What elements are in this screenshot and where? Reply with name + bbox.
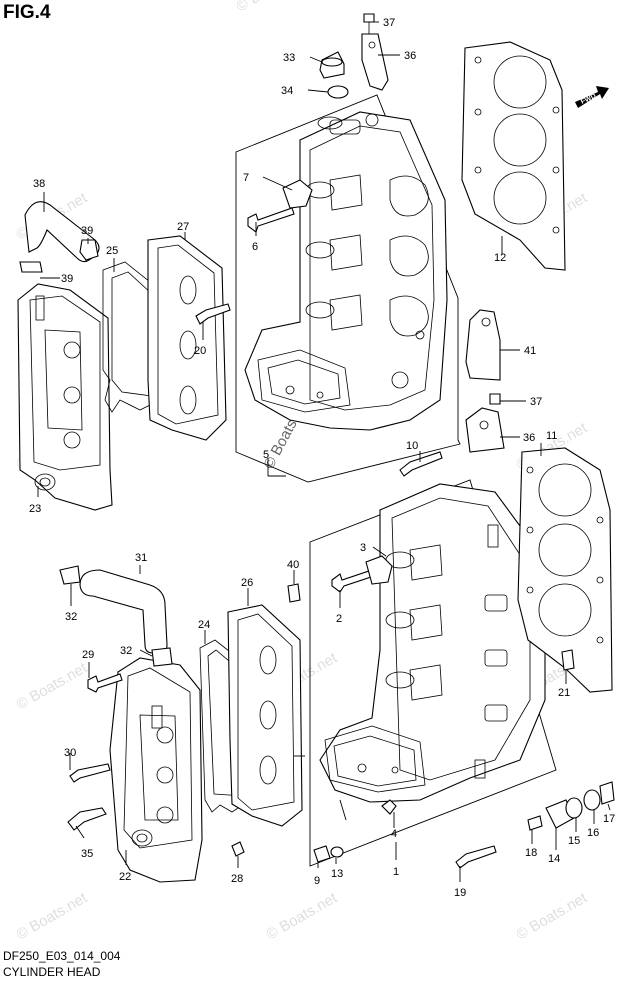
oil-filler-cap [319,51,345,79]
figure-label: FIG.4 [3,2,51,23]
callout-24: 24 [198,619,210,631]
callout-11: 11 [546,430,557,442]
upper-valve-cover [17,283,113,511]
callout-1: 1 [393,866,399,878]
upper-head-gasket [461,41,566,271]
bolt [381,799,397,815]
callout-14: 14 [548,853,560,865]
callout-26: 26 [241,577,253,589]
watermark: © Boats.net [234,0,311,15]
callout-23: 23 [29,503,41,515]
bolt [87,673,123,693]
upper-cylinder-head [244,111,448,431]
callout-6: 6 [252,241,258,253]
callout-38: 38 [33,178,45,190]
lower-head-gasket [517,447,613,693]
callout-3: 3 [360,542,366,554]
callout-18: 18 [525,847,537,859]
fwd-arrow-icon: FWD [575,86,609,108]
callout-28: 28 [231,873,243,885]
callout-labels: 37 33 36 34 7 6 38 39 39 25 27 20 23 12 … [29,17,615,899]
gasket-ring [565,797,583,819]
lower-valve-cover [109,657,203,883]
hose-clamp [59,565,81,585]
guide-plate [282,179,313,209]
callout-29: 29 [82,649,94,661]
bolt [399,451,443,477]
lower-breather-hose [79,569,168,654]
upper-head-cover-gasket [147,235,227,441]
callout-27: 27 [177,221,189,233]
hose-clamp [151,647,173,667]
callout-36: 36 [523,432,535,444]
callout-13: 13 [331,868,343,880]
callout-39: 39 [81,225,93,237]
callout-16: 16 [587,827,599,839]
callout-37: 37 [383,17,395,29]
callout-37: 37 [530,396,542,408]
bolt [69,763,111,783]
callout-32: 32 [120,645,132,657]
callout-34: 34 [281,85,293,97]
cap [583,789,601,811]
callout-22: 22 [119,871,131,883]
callout-32: 32 [65,611,77,623]
callout-7: 7 [243,172,249,184]
callout-41: 41 [524,345,536,357]
callout-30: 30 [64,747,76,759]
watermark: © Boats.net [14,889,91,943]
watermark: © Boats.net [14,659,91,713]
bolt [247,207,295,233]
watermark: © Boats.net [264,889,341,943]
lower-bracket [465,393,505,453]
bolt [455,845,497,869]
hose-clamp [19,261,43,273]
hose-clamp [79,239,99,261]
guide-plate [365,555,393,585]
callout-20: 20 [194,345,206,357]
callout-21: 21 [558,687,570,699]
washer [330,846,344,858]
callout-5: 5 [263,449,269,461]
leader-lines [37,21,611,882]
callout-40: 40 [287,559,299,571]
lower-cylinder-head [319,483,546,803]
callout-25: 25 [106,245,118,257]
callout-33: 33 [283,52,295,64]
callout-4: 4 [391,828,397,840]
bolt [331,569,375,593]
drain-plug [313,845,331,863]
sensor [67,807,107,831]
fwd-label: FWD [580,93,597,106]
callout-31: 31 [135,552,147,564]
hanger-bracket [465,309,501,381]
lower-head-cover-gasket [227,604,303,827]
diagram-code: DF250_E03_014_004 [3,949,121,963]
sender [599,781,615,805]
callout-35: 35 [81,848,93,860]
callout-10: 10 [406,440,418,452]
callout-17: 17 [603,813,615,825]
dowel-pin [561,649,575,671]
bolt [195,303,231,325]
dowel-pin [287,583,301,603]
screw [231,841,245,857]
callout-2: 2 [336,613,342,625]
callout-19: 19 [454,887,466,899]
diagram-caption: CYLINDER HEAD [3,965,101,979]
callout-9: 9 [314,875,320,887]
o-ring [327,85,349,99]
bolt [527,815,543,831]
callout-15: 15 [568,835,580,847]
watermark: © Boats.net [514,889,591,943]
callout-12: 12 [494,252,506,264]
callout-36: 36 [404,50,416,62]
callout-39: 39 [61,273,73,285]
